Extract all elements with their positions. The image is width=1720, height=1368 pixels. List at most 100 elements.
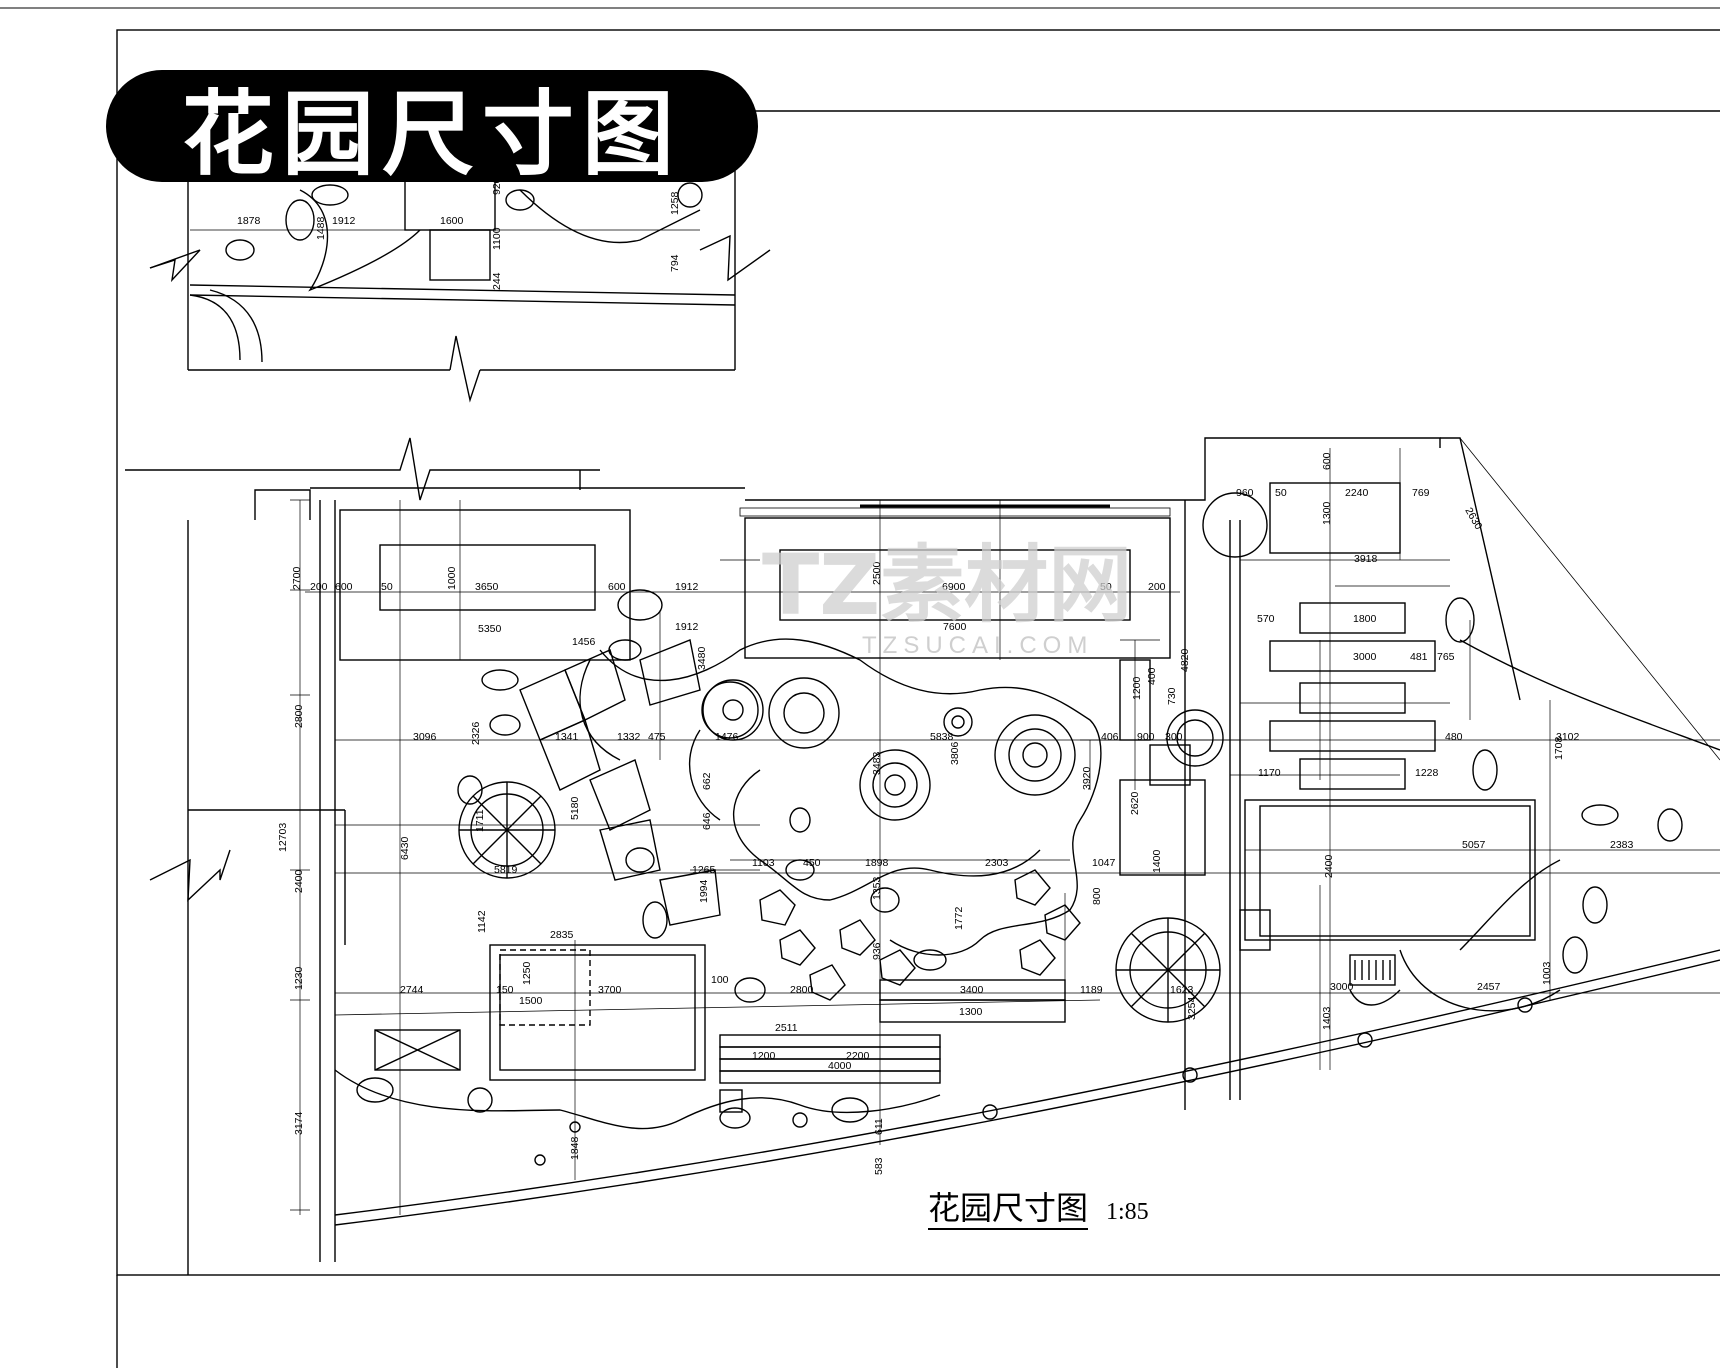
dimension-central-lawn-11: 1994 [698,879,710,903]
dimension-west-side-12: 5180 [569,796,581,820]
dimension-east-block-0: 960 [1236,487,1254,499]
dimension-west-side-6: 3096 [413,731,437,743]
dimension-west-side-13: 1711 [474,809,486,832]
circular-decks [458,681,1224,1023]
dimension-west-side-2: 2400 [293,869,305,893]
dimension-north-strip-0: 2700 [291,566,303,590]
title-text: 花园尺寸图 [181,80,682,188]
dimension-east-block-16: 3102 [1556,731,1580,743]
dimension-north-strip-11: 6900 [942,581,966,593]
dimension-central-lawn-16: 2620 [1129,791,1141,815]
dimension-south-block-26: 1400 [1151,849,1163,873]
dimension-north-strip-2: 600 [335,581,353,593]
dimension-central-lawn-6: 450 [803,857,821,869]
central-lawn [579,638,1102,956]
dimension-south-block-18: 1848 [569,1136,581,1160]
dimension-top-inset-3: 1488 [315,216,327,240]
dimension-west-side-9: 475 [648,731,666,743]
plot-boundary [254,437,1720,1262]
title-banner: 花园尺寸图 [106,70,758,188]
dimension-west-side-7: 1341 [555,731,579,743]
boulders [356,589,1683,1166]
drawing-caption: 花园尺寸图 1:85 [928,1183,1149,1230]
dimension-north-strip-9: 1912 [675,581,699,593]
dimension-east-block-24: 300 [1165,731,1183,743]
dimension-east-block-3: 769 [1412,487,1430,499]
south-terraces [334,944,1101,1130]
dimension-central-lawn-8: 2303 [985,857,1009,869]
dimension-east-block-25: 3920 [1081,766,1093,790]
stepping-stones [759,869,1081,1001]
dimension-west-side-4: 3174 [293,1111,305,1135]
dimension-south-block-8: 1300 [959,1006,983,1018]
dimension-south-block-21: 3000 [1330,981,1354,993]
top-inset-detail [149,150,771,403]
dimension-south-block-11: 3254 [1186,996,1198,1020]
dimension-central-lawn-13: 1772 [953,906,965,930]
dimension-south-block-5: 2800 [790,984,814,996]
dimension-south-block-7: 3400 [960,984,984,996]
dimension-north-strip-7: 5350 [478,623,502,635]
watermark-text: TZ素材网 [762,536,1133,634]
dimension-east-block-19: 1200 [1131,676,1143,700]
caption-scale: 1:85 [1106,1199,1149,1225]
dimension-north-strip-16: 3480 [696,646,708,670]
dimension-east-block-21: 400 [1146,667,1158,685]
dimension-east-block-7: 3918 [1354,553,1378,565]
dimension-east-block-2: 2240 [1345,487,1369,499]
dimension-south-block-20: 2400 [1323,854,1335,878]
dimension-central-lawn-12: 1353 [871,876,883,900]
dimension-east-block-8: 570 [1257,613,1275,625]
caption-title: 花园尺寸图 [928,1190,1089,1230]
dimension-top-inset-4: 1100 [491,227,503,250]
dimension-north-strip-14: 50 [1100,581,1112,593]
dimension-west-side-16: 2835 [550,929,574,941]
dimension-south-block-24: 1003 [1541,961,1553,985]
dimension-west-side-10: 1476 [715,731,739,743]
dimension-central-lawn-1: 3483 [871,751,883,775]
dimension-south-block-9: 1189 [1080,984,1103,996]
dimension-east-block-9: 1800 [1353,613,1377,625]
dimension-east-block-17: 1708 [1553,736,1565,760]
dimension-south-block-13: 1200 [752,1050,776,1062]
dimension-central-lawn-15: 800 [1091,887,1103,905]
dimension-south-block-2: 1250 [521,961,533,985]
dimension-west-side-1: 2800 [293,704,305,728]
dimension-central-lawn-3: 662 [701,772,713,790]
dimension-west-side-3: 1230 [293,966,305,990]
east-terraces [1119,482,1561,1012]
dimension-south-block-1: 150 [496,984,514,996]
dimension-south-block-17: 583 [873,1157,885,1175]
dimension-central-lawn-9: 1047 [1092,857,1116,869]
dimension-top-inset-7: 1258 [669,191,681,215]
dimension-west-side-8: 1332 [617,731,641,743]
dimension-south-block-15: 2200 [846,1050,870,1062]
dimension-north-strip-8: 1456 [572,636,596,648]
sheet-border [116,29,1720,1276]
dimension-top-inset-8: 794 [669,254,681,272]
dimension-north-strip-13: 7600 [943,621,967,633]
dimension-north-strip-15: 200 [1148,581,1166,593]
dimension-east-block-20: 730 [1166,687,1178,705]
dimension-north-strip-6: 1000 [446,566,458,590]
north-planters [339,504,1171,661]
dimension-central-lawn-2: 3806 [949,741,961,765]
dimension-south-block-3: 1500 [519,995,543,1007]
dimension-central-lawn-14: 936 [871,942,883,960]
dimension-top-inset-5: 244 [491,272,503,290]
dimension-south-block-6: 100 [711,974,729,986]
dimension-south-block-23: 1403 [1321,1006,1333,1030]
watermark-url: TZSUCAI.COM [862,632,1094,659]
dimension-south-block-16: 611 [873,1118,885,1135]
dimension-east-block-23: 900 [1137,731,1155,743]
dimension-central-lawn-4: 646 [701,812,713,830]
dimension-north-strip-3: 50 [381,581,393,593]
dimension-east-block-11: 481 [1410,651,1428,663]
dimension-south-block-14: 4000 [828,1060,852,1072]
dimension-east-block-14: 1228 [1415,767,1439,779]
dimension-east-block-12: 765 [1437,651,1455,663]
dimension-east-block-10: 3000 [1353,651,1377,663]
dimension-west-side-5: 6430 [399,836,411,860]
dimension-central-lawn-0: 5838 [930,731,954,743]
